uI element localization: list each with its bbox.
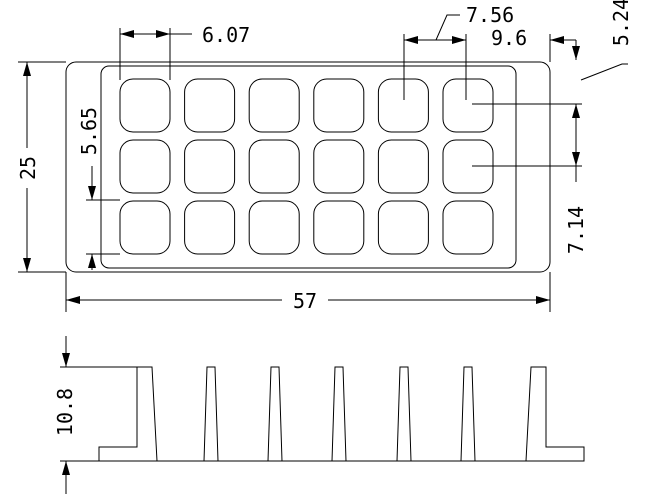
cell-pocket	[119, 139, 171, 194]
tray-outer-outline	[65, 61, 551, 273]
dim-cell-pitch: 7.56 9.6	[403, 3, 527, 100]
cell-pocket	[377, 200, 429, 255]
cell-pocket	[184, 78, 236, 133]
dim-label-edge-to-cell: 9.6	[491, 26, 527, 50]
cell-pocket	[119, 200, 171, 255]
dim-label-cell-width: 6.07	[202, 23, 250, 47]
dim-cell-width: 6.07	[119, 23, 250, 80]
dim-cell-height: 5.65	[77, 107, 120, 270]
dim-label-row-pitch: 7.14	[564, 206, 588, 254]
dim-label-cell-height: 5.65	[77, 107, 101, 155]
dim-label-corner-offset: 5.24	[609, 0, 633, 46]
side-view: 10.8	[53, 336, 585, 494]
cell-grid	[119, 78, 494, 255]
cell-pocket	[119, 78, 171, 133]
dim-label-overall-length: 57	[293, 289, 317, 313]
cell-pocket	[184, 139, 236, 194]
rib-profile	[396, 366, 412, 462]
cell-pocket	[442, 200, 494, 255]
dim-height: 10.8	[53, 336, 137, 494]
rib-profile	[203, 366, 219, 462]
tray-inner-outline	[100, 65, 517, 269]
cell-pocket	[248, 139, 300, 194]
dim-label-overall-width: 25	[16, 156, 40, 180]
cell-pocket	[377, 139, 429, 194]
dim-label-height: 10.8	[53, 388, 77, 436]
cell-pocket	[184, 200, 236, 255]
cell-pocket	[442, 78, 494, 133]
rib-profiles	[203, 366, 476, 462]
dim-overall-width: 25	[16, 61, 66, 273]
rib-profile	[460, 366, 476, 462]
dim-label-cell-pitch: 7.56	[466, 3, 514, 27]
cell-pocket	[377, 78, 429, 133]
cell-pocket	[313, 78, 365, 133]
plan-view: 57 25 6.07 7.56	[16, 0, 633, 313]
rib-profile	[267, 366, 283, 462]
cell-pocket	[313, 200, 365, 255]
cell-pocket	[248, 78, 300, 133]
cell-pocket	[313, 139, 365, 194]
rib-profile	[331, 366, 347, 462]
tray-profile	[98, 366, 158, 462]
cell-pocket	[248, 200, 300, 255]
dim-corner-offset: 5.24	[549, 0, 633, 81]
dim-overall-length: 57	[65, 272, 551, 313]
dim-row-pitch: 7.14	[472, 103, 588, 254]
